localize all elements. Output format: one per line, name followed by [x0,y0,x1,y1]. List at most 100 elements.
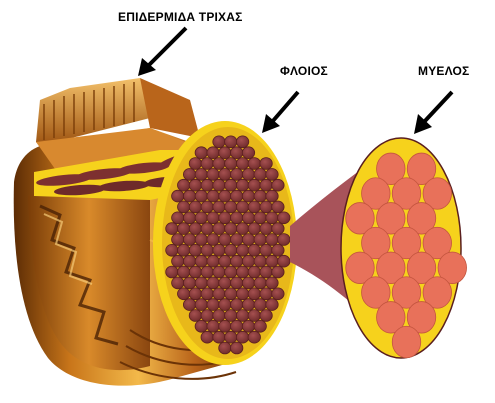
cortex-fiber [201,288,213,300]
cortex-fiber [219,255,231,267]
cortex-fiber [242,234,254,246]
arrow-icon [414,92,452,134]
cortex-fiber [178,288,190,300]
cortex-fiber [178,201,190,213]
cortex-fiber [189,179,201,191]
cortex-fiber [195,190,207,202]
cortex-fiber [236,244,248,256]
cortex-fiber [242,169,254,181]
cortex-fiber [172,212,184,224]
cortex-fiber [207,299,219,311]
cortex-fiber [183,212,195,224]
cortex-fiber [201,266,213,278]
cortex-fiber [248,201,260,213]
cortex-fiber [219,190,231,202]
cortex-fiber [278,255,290,267]
cortex-fiber [219,212,231,224]
cortex-fiber [231,169,243,181]
cortex-fiber [248,288,260,300]
cortex-fiber [231,212,243,224]
cortex-fiber [189,158,201,170]
cortex-fiber [236,201,248,213]
cortex-fiber [266,190,278,202]
cortex-fiber [248,310,260,322]
cuticle-label: ΕΠΙΔΕΡΜΙΔΑ ΤΡΙΧΑΣ [118,10,243,24]
cortex-fiber [225,288,237,300]
cortex-fiber [166,244,178,256]
cortex-fiber [195,320,207,332]
cortex-fiber [272,244,284,256]
cortex-fiber [195,277,207,289]
cortex-fiber [231,320,243,332]
cortex-fiber [207,320,219,332]
cortex-fiber [231,234,243,246]
cortex-fiber [213,201,225,213]
cortex-fiber [266,169,278,181]
cortex-fiber [242,299,254,311]
cortex-fiber [278,212,290,224]
arrow-icon [262,92,298,133]
cortex-fiber [207,169,219,181]
cortex-fiber [248,223,260,235]
cortex-fiber [178,179,190,191]
cortex-fiber [219,342,231,354]
cortex-fiber [172,255,184,267]
cortex-fiber [225,179,237,191]
cortex-fiber [266,212,278,224]
cortex-fiber [254,234,266,246]
cortex-fiber [236,288,248,300]
cortex-fiber [254,320,266,332]
cortex-fiber [225,266,237,278]
arrow-icon [138,28,186,76]
cortex-fiber [207,212,219,224]
cortex-fiber [242,320,254,332]
cortex-fiber [195,212,207,224]
cortex-fiber [213,158,225,170]
cortex-fiber [260,288,272,300]
cortex-fiber [231,190,243,202]
cortex-fiber [213,310,225,322]
cortex-fiber [231,299,243,311]
cortex-fiber [225,310,237,322]
cortex-fiber [231,255,243,267]
cortex-fiber [231,147,243,159]
cortex-fiber [201,179,213,191]
cortex-fiber [225,136,237,148]
cortex-fiber [260,179,272,191]
cortex-label: ΦΛΟΙΟΣ [280,64,328,78]
cortex-fiber [278,234,290,246]
cortex-fiber [219,234,231,246]
cortex-fiber [189,288,201,300]
cortex-fiber [207,277,219,289]
cortex-fiber [183,234,195,246]
cortex-fiber [172,234,184,246]
cortex-fiber [178,223,190,235]
cortex-fiber [248,266,260,278]
cortex-fiber [272,223,284,235]
cortex-fiber [254,255,266,267]
cortex-fiber [266,299,278,311]
cortex-fiber [213,179,225,191]
cortex-fiber [236,179,248,191]
cortex-fiber [213,331,225,343]
cortex-fiber [248,179,260,191]
cortex-fiber [183,255,195,267]
cortex-fiber [248,331,260,343]
cortex-fiber [195,234,207,246]
cortex-fiber [225,158,237,170]
cortex-fiber [219,299,231,311]
cortex-fiber [248,244,260,256]
cortex-fiber [225,244,237,256]
cortex-fiber [266,255,278,267]
cortex-fiber [213,223,225,235]
cortex-fiber [195,169,207,181]
cortex-fiber [213,244,225,256]
cortex-fiber [231,277,243,289]
cortex-fiber [266,277,278,289]
cortex-fiber [207,234,219,246]
cortex-fiber [189,266,201,278]
cortex-fiber [201,158,213,170]
cortex-fiber [172,277,184,289]
